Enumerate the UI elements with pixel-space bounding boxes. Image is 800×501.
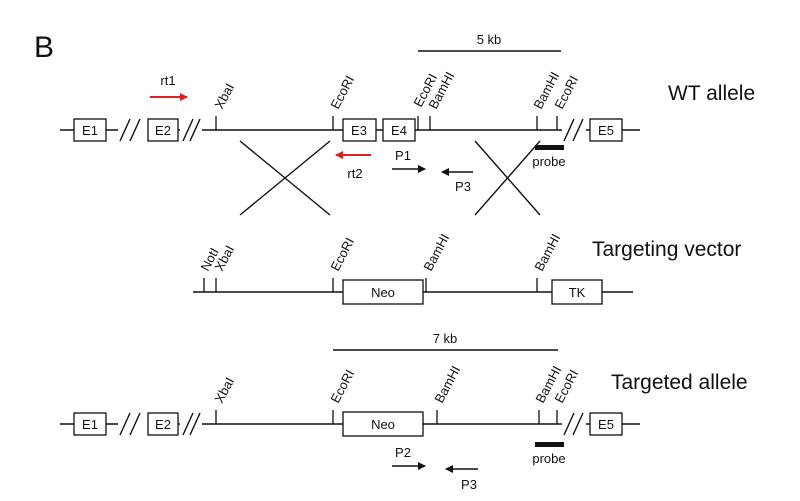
wt-break-mark <box>118 117 148 143</box>
wt-primer-label: rt2 <box>347 166 362 181</box>
targeted-exon-label: E2 <box>155 417 171 432</box>
vector-title: Targeting vector <box>592 238 741 261</box>
wt-primer-label: rt1 <box>160 73 175 88</box>
wt-probe-label: probe <box>532 154 565 169</box>
wt-allele-title: WT allele <box>668 82 755 105</box>
targeted-probe-label: probe <box>532 451 565 466</box>
vector-site-label: BamHI <box>420 231 452 273</box>
vector-neo-box <box>342 279 424 305</box>
wt-exon-box <box>342 118 377 142</box>
wt-exon-label: E2 <box>155 123 171 138</box>
wt-primer-label: P3 <box>455 179 471 194</box>
wt-primer-label: P1 <box>395 148 411 163</box>
wt-site-label: XbaI <box>211 81 237 112</box>
recombination-cross <box>474 140 541 216</box>
targeted-site-label: EcoRI <box>327 367 357 405</box>
panel-label: B <box>34 31 54 64</box>
targeted-neo-label: Neo <box>371 417 395 432</box>
wt-site-label: EcoRI <box>327 73 357 111</box>
vector-box-label: TK <box>569 285 586 300</box>
wt-exon-label: E4 <box>391 123 407 138</box>
wt-break-mark <box>180 117 202 143</box>
wt-exon-label: E1 <box>82 123 98 138</box>
wt-exon-label: E3 <box>351 123 367 138</box>
targeted-probe-bar <box>535 442 564 447</box>
wt-exon-box <box>147 118 179 142</box>
targeting-vector: Targeting vector Neo TK NotI XbaI EcoRI … <box>193 231 741 305</box>
targeted-site-label: XbaI <box>211 375 237 406</box>
targeted-exon-box <box>73 412 107 436</box>
targeted-exon-label: E5 <box>598 417 614 432</box>
wt-allele: 5 kb WT allele E1 E2 E3 E4 E5 <box>60 32 755 194</box>
wt-exon-box <box>589 118 623 142</box>
wt-exon-label: E5 <box>598 123 614 138</box>
wt-break-mark <box>562 117 586 143</box>
wt-scale-label: 5 kb <box>477 32 502 47</box>
wt-exon-box <box>73 118 107 142</box>
targeted-break-mark <box>118 411 148 437</box>
targeted-neo-box <box>342 411 424 437</box>
targeted-break-mark <box>180 411 202 437</box>
vector-box-label: Neo <box>371 285 395 300</box>
vector-site-label: EcoRI <box>327 235 357 273</box>
vector-site-label: BamHI <box>531 231 563 273</box>
vector-site-label: XbaI <box>211 243 237 274</box>
targeted-primer-label: P3 <box>461 477 477 492</box>
wt-exon-box <box>382 118 416 142</box>
targeted-exon-box <box>589 412 623 436</box>
wt-probe-bar <box>535 145 564 150</box>
targeted-allele: 7 kb Targeted allele E1 E2 E5 Neo XbaI <box>60 331 748 492</box>
targeted-allele-title: Targeted allele <box>611 371 748 394</box>
targeted-site-label: BamHI <box>431 363 463 405</box>
targeted-exon-box <box>147 412 179 436</box>
targeted-break-mark <box>562 411 586 437</box>
targeted-exon-label: E1 <box>82 417 98 432</box>
targeted-scale-label: 7 kb <box>433 331 458 346</box>
targeted-primer-label: P2 <box>395 445 411 460</box>
recombination-cross <box>239 140 331 216</box>
vector-tk-box <box>551 279 603 305</box>
